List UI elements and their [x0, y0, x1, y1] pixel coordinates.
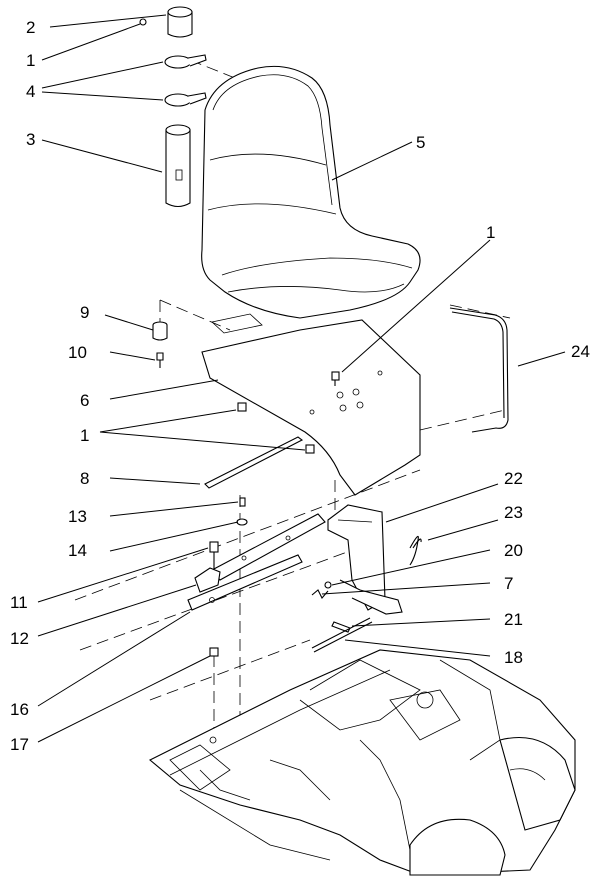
part-16-plate: [187, 554, 303, 611]
part-7-spring: [311, 589, 329, 599]
callout-6: 6: [80, 391, 89, 410]
part-10-pin: [156, 352, 164, 368]
leader-lines: [37, 14, 566, 743]
part-18-rod: [311, 617, 373, 653]
callout-12: 12: [10, 629, 29, 648]
assembly-guide-lines: [74, 59, 511, 735]
callout-23: 23: [504, 503, 523, 522]
callout-13: 13: [68, 507, 87, 526]
callout-16: 16: [10, 700, 29, 719]
part-21-pin: [331, 621, 351, 633]
callout-20: 20: [504, 541, 523, 560]
part-11-bolt: [209, 541, 219, 570]
part-22-bracket: [327, 504, 403, 615]
callout-21: 21: [504, 610, 523, 629]
callout-11: 11: [10, 593, 28, 612]
part-20-nut: [324, 581, 332, 589]
part-1-bolt-mid: [237, 402, 315, 454]
tractor-frame: [149, 649, 576, 876]
part-1-bolt-top: [139, 18, 147, 26]
part-3-tube: [165, 124, 191, 208]
part-17-nut: [209, 647, 219, 657]
part-12-bracket: [194, 567, 221, 593]
callout-2: 2: [26, 18, 35, 37]
part-8-strip: [204, 436, 304, 489]
callout-8: 8: [80, 469, 89, 488]
part-9-spacer: [152, 321, 168, 341]
part-2-cap: [167, 6, 193, 38]
callout-1-top: 1: [26, 51, 35, 70]
part-4-clamps: [164, 54, 207, 107]
callout-1-right: 1: [486, 223, 495, 242]
callout-24: 24: [571, 342, 590, 361]
part-6-seat-plate: [201, 313, 421, 496]
callout-labels: 2 1 4 3 5 1 9 24 10 6 1 8 22 13 23 14 20…: [10, 18, 590, 754]
part-13-bolt: [239, 497, 246, 507]
callout-22: 22: [504, 469, 523, 488]
callout-10: 10: [68, 343, 87, 362]
callout-7: 7: [504, 574, 513, 593]
part-14-washer: [236, 518, 248, 526]
callout-4: 4: [26, 82, 35, 101]
callout-18: 18: [504, 648, 523, 667]
callout-5: 5: [416, 133, 425, 152]
callout-9: 9: [80, 303, 89, 322]
part-1-bolt-right: [331, 371, 340, 386]
callout-3: 3: [26, 130, 35, 149]
callout-1-mid: 1: [80, 426, 89, 445]
part-24-rod: [449, 307, 509, 433]
callout-17: 17: [10, 735, 29, 754]
part-23-handle: [409, 535, 422, 566]
callout-14: 14: [68, 541, 87, 560]
part-5-seat: [201, 65, 421, 319]
